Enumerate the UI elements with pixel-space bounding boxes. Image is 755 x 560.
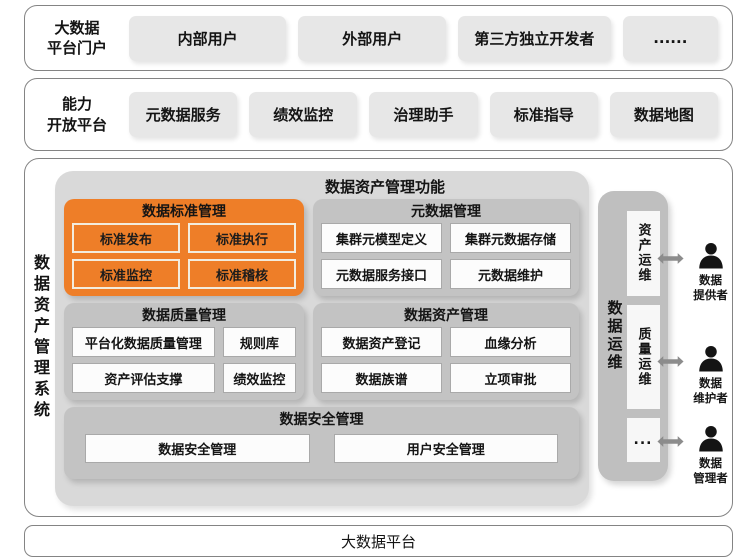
person-icon (698, 426, 723, 452)
group-items: 集群元模型定义 集群元数据存储 元数据服务接口 元数据维护 (321, 223, 571, 289)
group-items: 平台化数据质量管理 规则库 资产评估支撑 绩效监控 (72, 327, 296, 393)
node-quality-operations: 质量运维 (626, 304, 660, 409)
footer-label: 大数据平台 (340, 532, 416, 551)
group-title: 元数据管理 (411, 204, 481, 220)
panel-title: 数据资产管理功能 (324, 178, 445, 196)
node-asset-evaluation-support: 资产评估支撑 (72, 363, 215, 393)
double-arrow-icon (657, 356, 684, 367)
ops-column-label: 数据运维 (605, 300, 624, 372)
node-standard-publish: 标准发布 (72, 223, 180, 253)
group-title: 数据质量管理 (142, 308, 226, 324)
node-more-operations: ... (626, 417, 660, 462)
node-data-security-management: 数据安全管理 (85, 434, 310, 463)
capability-item-standard-guidance: 标准指导 (489, 92, 598, 137)
function-panel: 数据标准管理 标准发布 标准执行 标准监控 标准稽核 元数据管理 集群元模型定义… (55, 171, 589, 506)
node-lineage-analysis: 血缘分析 (450, 327, 571, 357)
role-label-line2: 维护者 (693, 390, 728, 405)
portal-item-third-party-developers: 第三方独立开发者 (458, 15, 611, 61)
role-label-line2: 提供者 (693, 287, 728, 302)
role-label: 数据 维护者 (693, 376, 728, 406)
data-asset-management-system-section: 数据资产管理系统 数据资产管理功能 数据标准管理 标准发布 标准执行 标准监控 … (24, 158, 733, 517)
big-data-platform-bar: 大数据平台 (24, 525, 733, 557)
group-title: 数据安全管理 (279, 412, 364, 428)
node-standard-audit: 标准稽核 (188, 259, 296, 289)
role-label-line1: 数据 (699, 376, 722, 390)
person-block: 数据 管理者 (687, 425, 734, 486)
group-data-quality-management: 数据质量管理 平台化数据质量管理 规则库 资产评估支撑 绩效监控 (64, 303, 304, 400)
node-metadata-maintenance: 元数据维护 (450, 259, 571, 289)
portal-item-internal-users: 内部用户 (129, 15, 287, 61)
role-data-maintainer: 数据 维护者 (657, 345, 734, 406)
node-cluster-metadata-storage: 集群元数据存储 (450, 223, 571, 253)
capability-item-governance-assistant: 治理助手 (369, 92, 478, 137)
capability-label-line2: 开放平台 (46, 115, 107, 134)
role-label: 数据 提供者 (693, 273, 728, 303)
node-standard-monitoring: 标准监控 (72, 259, 180, 289)
portal-item-more-dots: ...... (622, 15, 718, 61)
node-rule-library: 规则库 (222, 327, 296, 357)
portal-label: 大数据 平台门户 (37, 18, 117, 59)
role-label-line1: 数据 (699, 456, 722, 470)
groups-grid: 数据标准管理 标准发布 标准执行 标准监控 标准稽核 元数据管理 集群元模型定义… (64, 199, 580, 479)
double-arrow-icon (657, 253, 684, 264)
portal-label-line2: 平台门户 (46, 39, 107, 57)
node-cluster-metamodel-definition: 集群元模型定义 (321, 223, 442, 253)
role-data-manager: 数据 管理者 (657, 425, 734, 486)
system-side-label: 数据资产管理系统 (31, 253, 50, 422)
group-items: 标准发布 标准执行 标准监控 标准稽核 (72, 223, 296, 289)
double-arrow-icon (657, 436, 684, 447)
capability-label-line1: 能力 (61, 95, 92, 114)
capability-item-data-map: 数据地图 (609, 92, 719, 137)
node-standard-execution: 标准执行 (188, 223, 296, 253)
node-platform-data-quality-management: 平台化数据质量管理 (72, 327, 215, 357)
node-user-security-management: 用户安全管理 (333, 434, 558, 463)
group-title: 数据标准管理 (142, 204, 226, 220)
ops-boxes: 资产运维 质量运维 ... (626, 210, 660, 462)
person-block: 数据 维护者 (687, 345, 734, 406)
portal-label-line1: 大数据 (54, 18, 100, 37)
role-label-line1: 数据 (699, 273, 722, 287)
person-icon (698, 346, 723, 372)
node-metadata-service-interface: 元数据服务接口 (321, 259, 442, 289)
capability-item-performance-monitoring: 绩效监控 (249, 92, 358, 137)
group-metadata-management: 元数据管理 集群元模型定义 集群元数据存储 元数据服务接口 元数据维护 (313, 199, 579, 296)
portal-section: 大数据 平台门户 内部用户 外部用户 第三方独立开发者 ...... (24, 5, 733, 71)
group-data-asset-management: 数据资产管理 数据资产登记 血缘分析 数据族谱 立项审批 (313, 303, 579, 400)
data-operations-column: 数据运维 资产运维 质量运维 ... (598, 191, 668, 481)
role-label: 数据 管理者 (693, 456, 728, 486)
capability-section: 能力 开放平台 元数据服务 绩效监控 治理助手 标准指导 数据地图 (24, 78, 733, 151)
group-items: 数据资产登记 血缘分析 数据族谱 立项审批 (321, 327, 571, 393)
node-data-genealogy: 数据族谱 (321, 363, 442, 393)
role-data-provider: 数据 提供者 (657, 242, 734, 303)
group-items: 数据安全管理 用户安全管理 (85, 434, 558, 463)
group-data-security-management: 数据安全管理 数据安全管理 用户安全管理 (64, 407, 579, 479)
node-performance-monitoring: 绩效监控 (222, 363, 296, 393)
person-icon (698, 243, 723, 269)
node-asset-operations: 资产运维 (626, 210, 660, 296)
group-data-standard-management: 数据标准管理 标准发布 标准执行 标准监控 标准稽核 (64, 199, 304, 296)
capability-label: 能力 开放平台 (37, 94, 117, 135)
node-data-asset-registration: 数据资产登记 (321, 327, 442, 357)
node-project-approval: 立项审批 (450, 363, 571, 393)
group-title: 数据资产管理 (404, 308, 488, 324)
portal-item-external-users: 外部用户 (298, 15, 447, 61)
capability-item-metadata-service: 元数据服务 (129, 92, 238, 137)
role-label-line2: 管理者 (693, 470, 728, 485)
person-block: 数据 提供者 (687, 242, 734, 303)
